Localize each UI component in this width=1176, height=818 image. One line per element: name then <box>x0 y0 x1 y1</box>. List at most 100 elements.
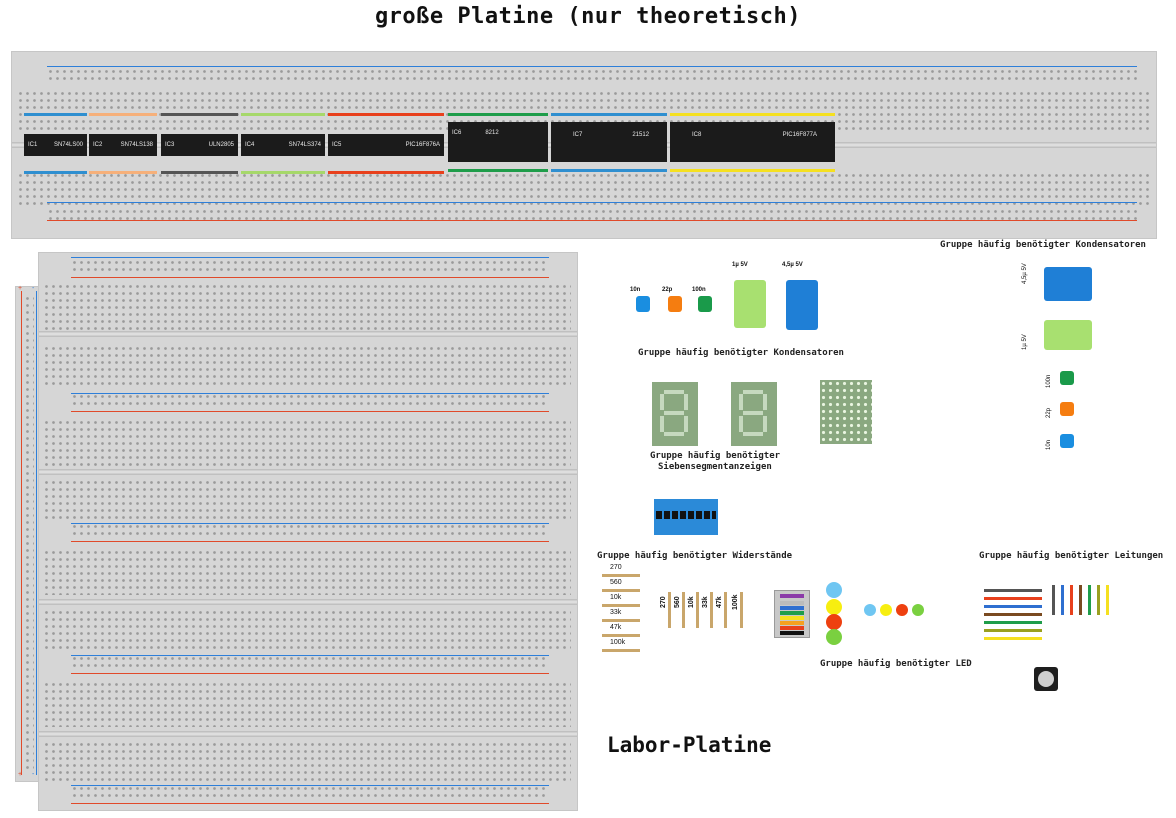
capacitor-4-5u[interactable] <box>786 280 818 330</box>
plus-sign: + <box>18 285 23 292</box>
resistor[interactable] <box>602 649 640 652</box>
chip-part: SN74LS138 <box>120 142 153 148</box>
chip-ic7[interactable]: IC7 21512 <box>551 113 667 172</box>
power-rail-holes-top <box>47 68 1137 82</box>
resistor-label: 47k <box>610 624 622 631</box>
large-breadboard <box>11 51 1157 239</box>
cap-label: 10n <box>1046 439 1052 450</box>
cap-label: 4,5µ 5V <box>1022 263 1028 284</box>
push-button[interactable] <box>1034 667 1058 691</box>
resistor-label: 10k <box>610 594 622 601</box>
chip-strip <box>24 171 87 174</box>
resistor-label: 47k <box>716 596 723 608</box>
wire-bundle-vertical[interactable] <box>1052 585 1114 615</box>
cap-label: 22p <box>662 287 673 293</box>
resistor[interactable] <box>668 592 671 628</box>
capacitor-10n-right[interactable] <box>1060 434 1074 448</box>
capacitor-1u[interactable] <box>734 280 766 328</box>
chip-ic8[interactable]: IC8 PIC16F877A <box>670 113 835 172</box>
led-blue[interactable] <box>864 604 876 616</box>
chip-part: SN74LS374 <box>288 142 321 148</box>
resistor[interactable] <box>740 592 743 628</box>
chip-ref: IC3 <box>165 142 175 148</box>
rail-line-blue-top <box>47 66 1137 67</box>
minus-sign: - <box>32 285 35 292</box>
led-blue[interactable] <box>826 582 842 598</box>
dip-switch[interactable] <box>654 499 718 535</box>
lab-board-title: Labor-Platine <box>607 733 772 757</box>
seven-segment-display-2[interactable] <box>731 382 777 446</box>
group-label-sevenseg-1: Gruppe häufig benötigter <box>650 451 781 461</box>
rail-line-blue-bottom <box>47 202 1137 203</box>
led-green[interactable] <box>912 604 924 616</box>
cap-label: 100n <box>692 287 706 293</box>
chip-ic4[interactable]: IC4 SN74LS374 <box>241 113 325 174</box>
main-board-title: große Platine (nur theoretisch) <box>374 4 802 29</box>
capacitor-4-5u-right[interactable] <box>1044 267 1092 301</box>
resistor[interactable] <box>602 619 640 622</box>
capacitor-100n-right[interactable] <box>1060 371 1074 385</box>
group-label-sevenseg-2: Siebensegmentanzeigen <box>658 462 772 472</box>
terminal-holes-lower <box>17 172 1151 206</box>
capacitor-1u-right[interactable] <box>1044 320 1092 350</box>
resistor[interactable] <box>696 592 699 628</box>
chip-ref: IC5 <box>332 142 342 148</box>
capacitor-22p[interactable] <box>668 296 682 312</box>
capacitor-100n[interactable] <box>698 296 712 312</box>
led-yellow[interactable] <box>826 599 842 615</box>
lab-board-body <box>38 252 578 811</box>
cap-label: 1µ 5V <box>1022 334 1028 350</box>
resistor-label: 560 <box>674 596 681 608</box>
resistor-label: 33k <box>702 596 709 608</box>
chip-part: PIC16F876A <box>405 142 440 148</box>
resistor-label: 270 <box>610 564 622 571</box>
capacitor-group-mid: 10n 22p 100n 1µ 5V 4,5µ 5V <box>628 262 858 362</box>
dot-matrix-display[interactable] <box>820 380 872 444</box>
resistor-label: 100k <box>732 594 739 610</box>
rail-line-red-bottom <box>47 220 1137 221</box>
resistor[interactable] <box>710 592 713 628</box>
lab-breadboard: + - + - <box>11 252 578 811</box>
resistor[interactable] <box>602 604 640 607</box>
resistor[interactable] <box>724 592 727 628</box>
chip-ic1[interactable]: IC1 SN74LS00 <box>24 113 87 174</box>
group-label-resistors: Gruppe häufig benötigter Widerstände <box>597 551 793 561</box>
chip-ic3[interactable]: IC3 ULN2805 <box>161 113 238 174</box>
chip-part: SN74LS00 <box>53 142 83 148</box>
seven-segment-display-1[interactable] <box>652 382 698 446</box>
chip-ref: IC8 <box>692 132 702 138</box>
chip-part: 21512 <box>632 132 650 138</box>
led-red[interactable] <box>896 604 908 616</box>
capacitor-22p-right[interactable] <box>1060 402 1074 416</box>
cap-label: 100n <box>1046 374 1052 388</box>
chip-ic2[interactable]: IC2 SN74LS138 <box>89 113 157 174</box>
chip-ref: IC1 <box>28 142 38 148</box>
group-label-wires: Gruppe häufig benötigter Leitungen <box>979 551 1164 561</box>
push-button-cap <box>1038 671 1054 687</box>
resistor[interactable] <box>602 634 640 637</box>
chip-ref: IC6 <box>452 130 462 136</box>
led-green[interactable] <box>826 629 842 645</box>
resistor-label: 10k <box>688 596 695 608</box>
led-yellow[interactable] <box>880 604 892 616</box>
resistor[interactable] <box>602 589 640 592</box>
cap-label: 22p <box>1046 407 1052 418</box>
cap-label: 4,5µ 5V <box>782 262 803 268</box>
wire-bundle-horizontal[interactable] <box>984 589 1042 641</box>
resistor[interactable] <box>682 592 685 628</box>
chip-ic6[interactable]: IC6 8212 <box>448 113 548 172</box>
led-bar-graph[interactable] <box>774 590 810 638</box>
capacitor-10n[interactable] <box>636 296 650 312</box>
chip-part: 8212 <box>485 130 499 136</box>
chip-part: ULN2805 <box>208 142 234 148</box>
resistor[interactable] <box>602 574 640 577</box>
group-label-capacitors-right: Gruppe häufig benötigter Kondensatoren <box>940 240 1146 250</box>
chip-ic5[interactable]: IC5 PIC16F876A <box>328 113 444 174</box>
led-red[interactable] <box>826 614 842 630</box>
resistor-label: 270 <box>660 596 667 608</box>
chip-part: PIC16F877A <box>782 132 817 138</box>
minus-sign: - <box>32 771 35 778</box>
resistor-label: 100k <box>610 639 626 646</box>
chip-ref: IC2 <box>93 142 103 148</box>
resistor-label: 33k <box>610 609 622 616</box>
